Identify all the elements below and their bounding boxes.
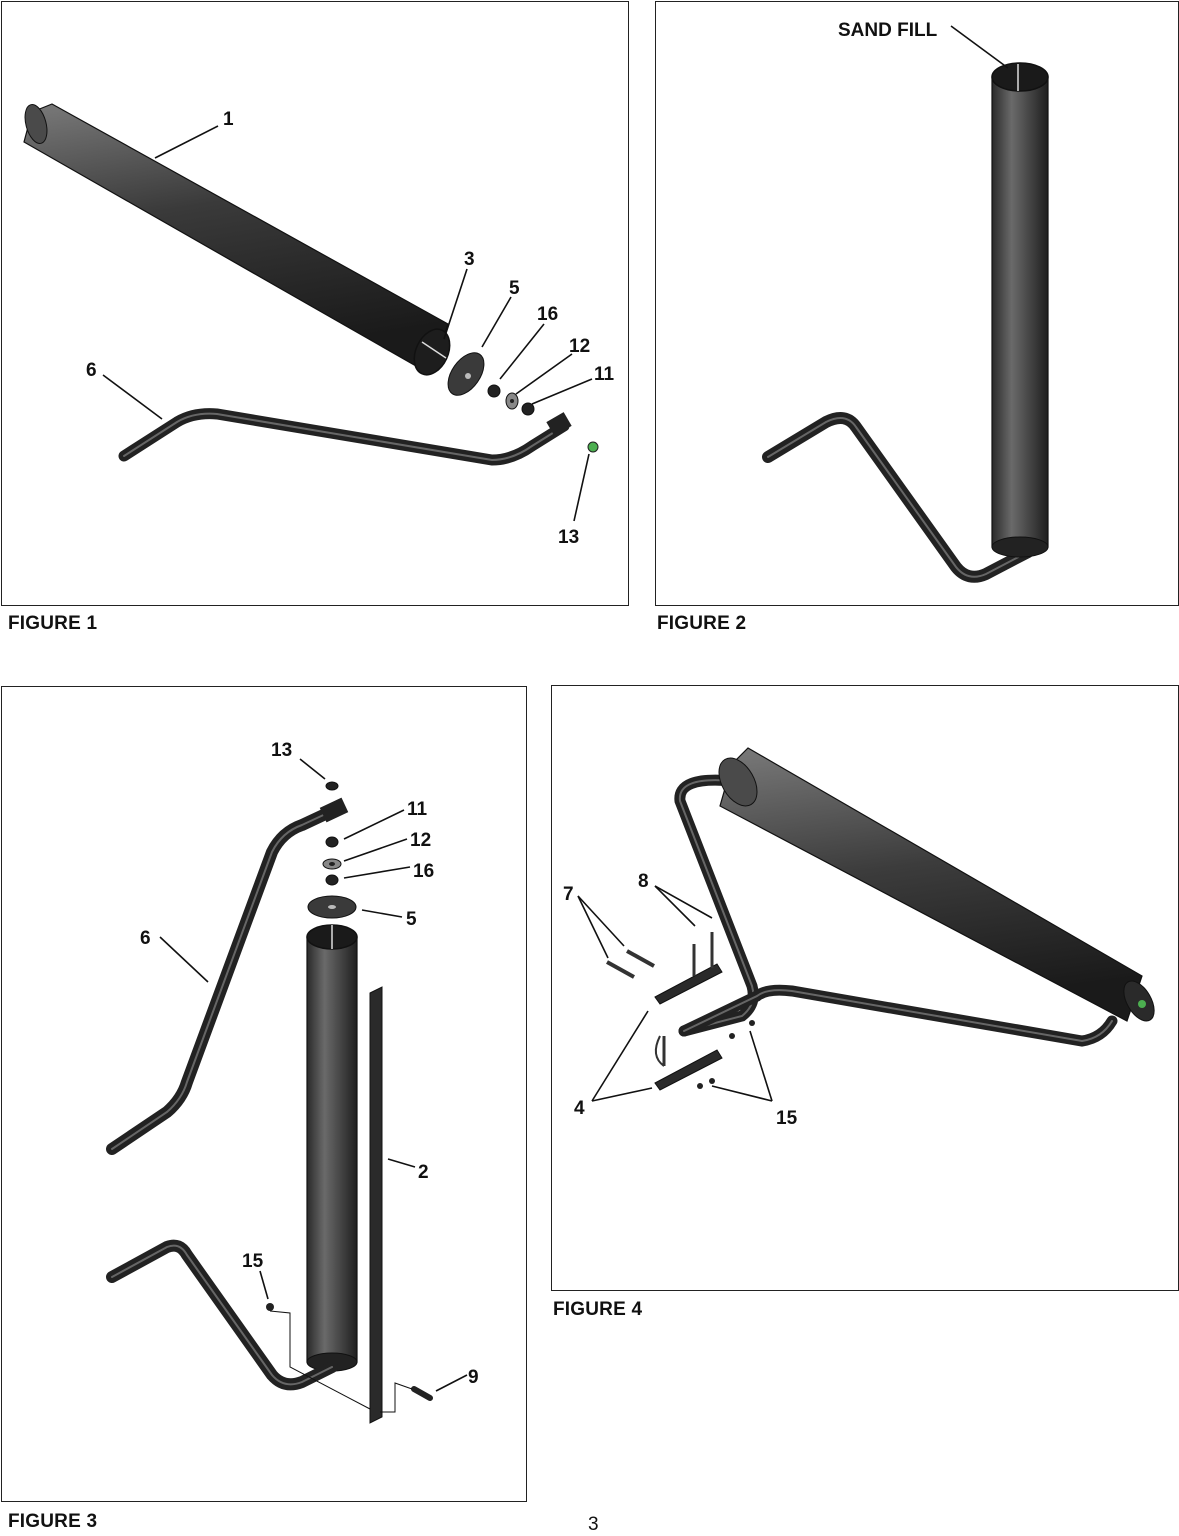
- callout-11: 11: [594, 364, 615, 385]
- page-number: 3: [588, 1514, 599, 1535]
- frame-arm-back: [674, 774, 759, 1037]
- handle-bar-upper: [106, 797, 349, 1155]
- figure-3-panel: 13 11 12 16 5 6 2 15 9: [1, 686, 527, 1502]
- callout-16: 16: [413, 861, 434, 882]
- figure-3-caption: FIGURE 3: [8, 1511, 98, 1532]
- figure-1-panel: 1 3 5 16 12 11 6 13: [1, 1, 629, 606]
- figure-1-caption: FIGURE 1: [8, 613, 98, 634]
- callout-sand-fill: SAND FILL: [838, 20, 938, 41]
- callout-13: 13: [558, 527, 579, 548]
- callout-8: 8: [638, 871, 649, 892]
- handle-bar: [118, 408, 572, 466]
- nut: [266, 1303, 274, 1311]
- callout-12: 12: [410, 830, 431, 851]
- figure-4-caption: FIGURE 4: [553, 1299, 643, 1320]
- callout-5: 5: [509, 278, 520, 299]
- bolt: [411, 1386, 433, 1401]
- callout-15: 15: [242, 1251, 264, 1272]
- figure-3-drawing: 13 11 12 16 5 6 2 15 9: [106, 740, 479, 1424]
- figure-2-caption: FIGURE 2: [657, 613, 747, 634]
- callout-6: 6: [86, 360, 97, 381]
- callout-11: 11: [407, 799, 428, 820]
- handle-bar-lower: [106, 1239, 338, 1391]
- figure-2-drawing: SAND FILL: [762, 20, 1049, 583]
- callout-2: 2: [418, 1162, 429, 1183]
- callout-4: 4: [574, 1098, 585, 1119]
- roller-tube: [718, 747, 1155, 1022]
- end-plate: [447, 352, 485, 396]
- callout-16: 16: [537, 304, 558, 325]
- callout-12: 12: [569, 336, 590, 357]
- roller-tube: [23, 103, 451, 376]
- figure-1-drawing: 1 3 5 16 12 11 6 13: [23, 103, 615, 548]
- roller-tube: [306, 924, 358, 1372]
- callout-1: 1: [223, 109, 234, 130]
- roller-tube: [991, 62, 1049, 558]
- callout-9: 9: [468, 1367, 479, 1388]
- bolts: [606, 932, 755, 1089]
- callout-15: 15: [776, 1108, 798, 1129]
- hitch-plates: [654, 963, 723, 1091]
- hardware-set: [487, 384, 599, 453]
- hardware-stack: [307, 781, 357, 919]
- handle-bar: [762, 412, 1034, 583]
- frame-arm-front: [678, 984, 1118, 1047]
- callout-7: 7: [563, 884, 574, 905]
- figure-4-drawing: 7 8 4 15: [563, 747, 1155, 1129]
- callout-3: 3: [464, 249, 475, 270]
- figure-4-panel: 7 8 4 15: [551, 685, 1179, 1291]
- callout-5: 5: [406, 909, 417, 930]
- scraper-bar: [369, 986, 383, 1424]
- callout-6: 6: [140, 928, 151, 949]
- callout-13: 13: [271, 740, 292, 761]
- figure-2-panel: SAND FILL: [655, 1, 1179, 606]
